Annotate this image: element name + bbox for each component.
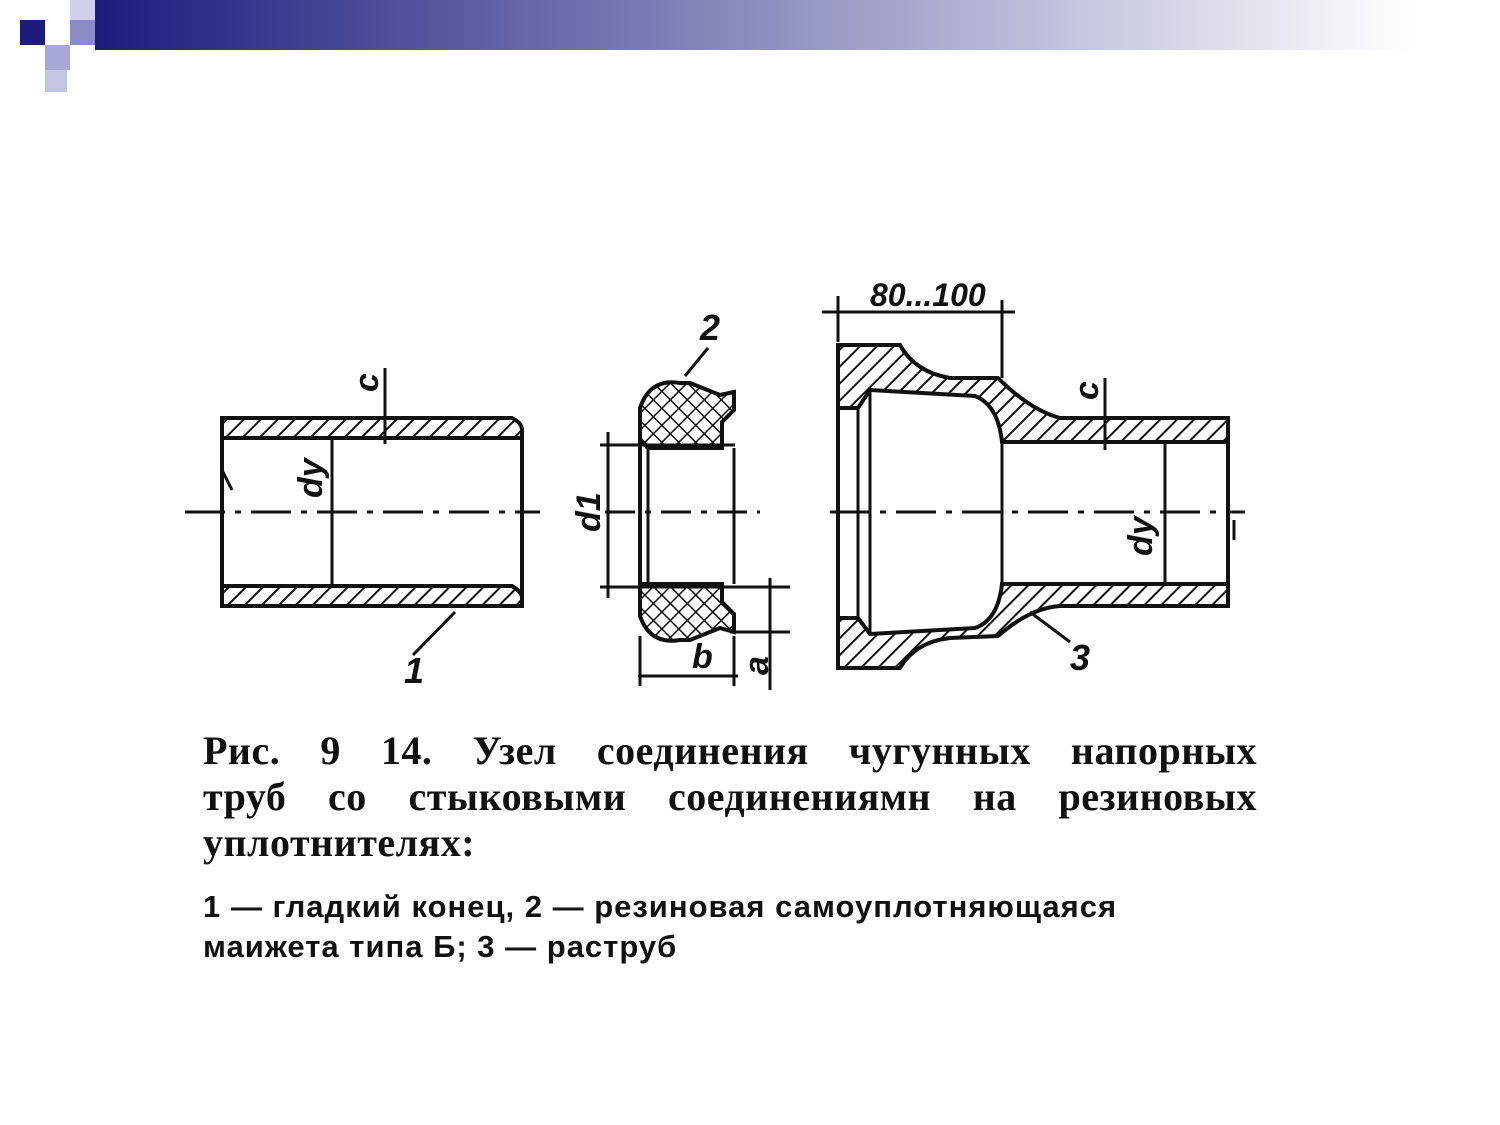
- label-part-1: 1: [404, 650, 424, 691]
- legend-line-2: маижета типа Б; 3 — раструб: [203, 929, 678, 964]
- figure-caption: Рис. 9 14. Узел соединения чугунных напо…: [203, 728, 1257, 866]
- pipe-top-wall: [220, 416, 524, 440]
- socket-bottom-wall: [836, 582, 1230, 670]
- header-square-top: [70, 0, 95, 20]
- rubber-cuff: [600, 347, 790, 690]
- caption-line-1: Рис. 9 14. Узел соединения чугунных напо…: [203, 728, 1257, 773]
- pipe-socket: [822, 296, 1245, 670]
- header-square-dark: [20, 20, 45, 45]
- legend-line-1: 1 — гладкий конец, 2 — резиновая самоупл…: [203, 889, 1118, 924]
- socket-top-wall: [836, 343, 1230, 444]
- label-dim-b: b: [692, 638, 713, 676]
- header-square-corner: [45, 70, 67, 92]
- smooth-pipe-end: [185, 368, 540, 657]
- label-dim-c-left: c: [348, 373, 386, 392]
- label-dim-c-right: c: [1068, 381, 1106, 400]
- figure-legend: 1 — гладкий конец, 2 — резиновая самоупл…: [203, 887, 1257, 967]
- caption-line-3: уплотнителях:: [203, 820, 476, 865]
- cuff-top: [638, 380, 736, 450]
- label-dim-d1: d1: [570, 492, 608, 532]
- label-dim-a: a: [738, 656, 776, 675]
- label-part-2: 2: [699, 307, 720, 348]
- label-dim-dy-left: dy: [292, 456, 330, 498]
- header-square-mid: [70, 20, 95, 45]
- label-dim-dy-right: dy: [1122, 514, 1160, 556]
- cuff-bottom: [638, 582, 736, 643]
- label-part-3: 3: [1070, 637, 1090, 678]
- header-square-light: [45, 45, 70, 70]
- caption-line-2: труб со стыковыми соединениямн на резино…: [203, 774, 1257, 819]
- header-gradient-bar: [95, 0, 1415, 50]
- slide-header-decoration: [20, 0, 1415, 92]
- label-dim-length: 80...100: [870, 277, 986, 313]
- pipe-bottom-wall: [220, 584, 524, 608]
